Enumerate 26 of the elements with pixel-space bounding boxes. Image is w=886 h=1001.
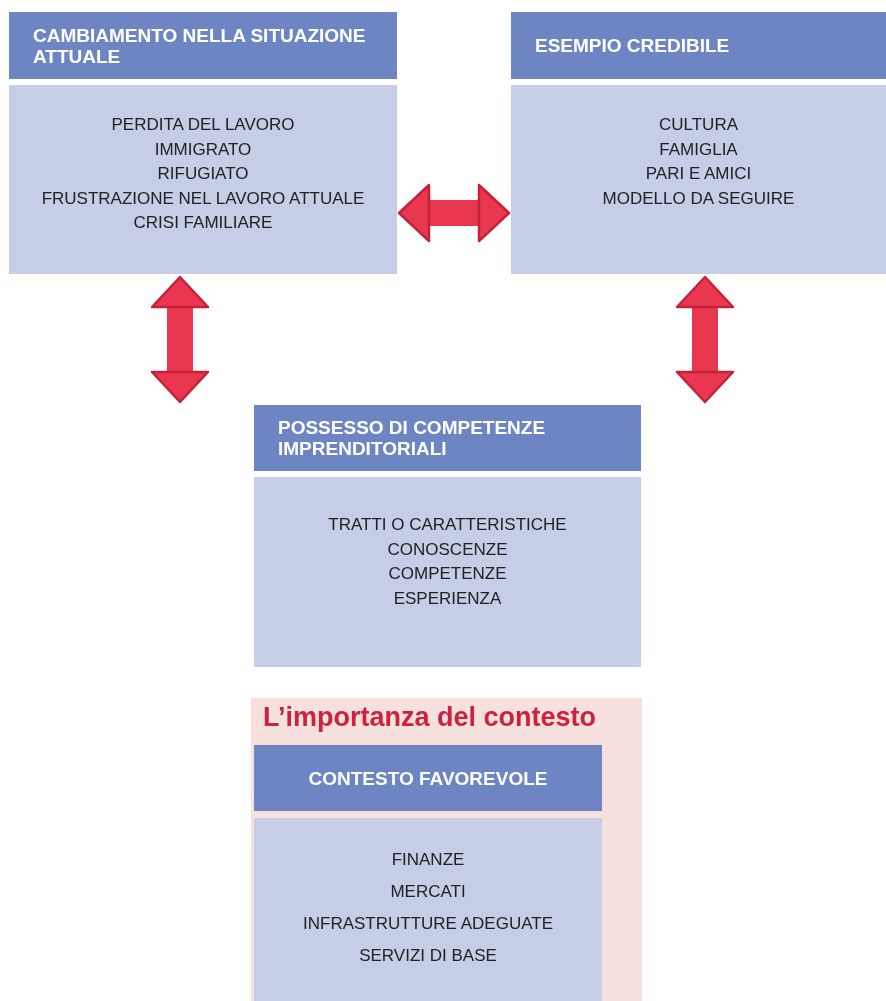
list-item: FRUSTRAZIONE NEL LAVORO ATTUALE: [40, 187, 366, 210]
list-item: IMMIGRATO: [153, 138, 253, 161]
list-item: PARI E AMICI: [644, 163, 753, 185]
list-item: ESPERIENZA: [392, 587, 503, 610]
list-item: RIFUGIATO: [156, 163, 250, 185]
double-arrow: [150, 275, 210, 404]
list-item: CONOSCENZE: [386, 538, 509, 561]
list-item: FAMIGLIA: [658, 138, 739, 161]
list-item: CRISI FAMILIARE: [132, 212, 274, 234]
list-item: MODELLO DA SEGUIRE: [601, 187, 796, 210]
card-header: ESEMPIO CREDIBILE: [511, 12, 886, 79]
double-arrow: [675, 275, 735, 404]
list-item: CULTURA: [658, 114, 739, 136]
card-header: CONTESTO FAVOREVOLE: [254, 745, 602, 811]
list-item: MERCATI: [389, 881, 467, 903]
list-item: FINANZE: [390, 849, 466, 871]
card-header: CAMBIAMENTO NELLA SITUAZIONE ATTUALE: [9, 12, 397, 79]
list-item: TRATTI O CARATTERISTICHE: [327, 514, 568, 536]
list-item: COMPETENZE: [387, 563, 508, 585]
card-header: POSSESSO DI COMPETENZE IMPRENDITORIALI: [254, 405, 641, 471]
list-item: SERVIZI DI BASE: [358, 945, 498, 967]
context-panel: [251, 698, 642, 1001]
list-item: PERDITA DEL LAVORO: [110, 114, 296, 136]
panel-title: L’importanza del contesto: [263, 702, 597, 733]
list-item: INFRASTRUTTURE ADEGUATE: [302, 913, 554, 935]
double-arrow: [397, 183, 511, 243]
